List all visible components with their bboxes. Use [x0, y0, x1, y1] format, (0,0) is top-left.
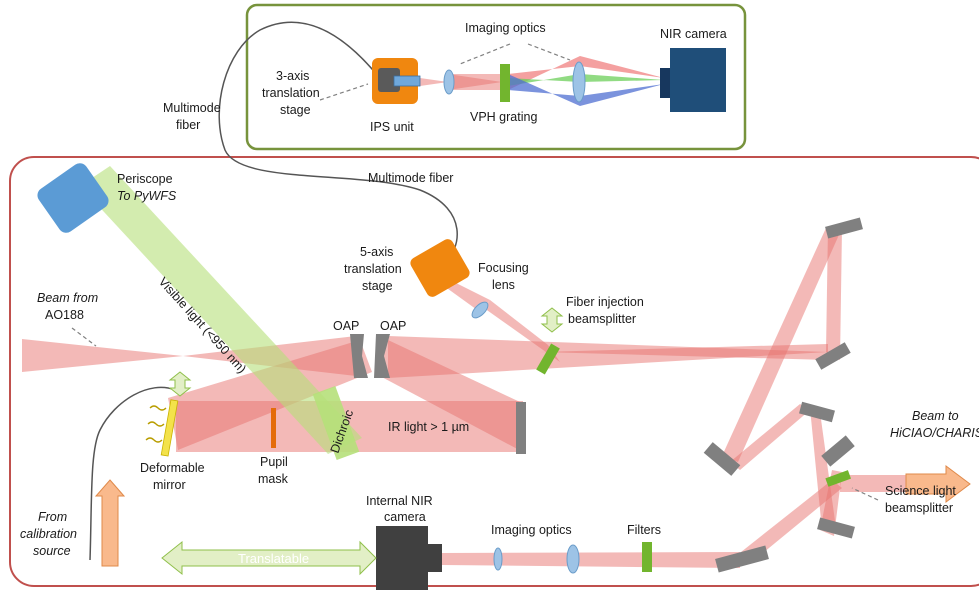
calibration-fiber-cable — [89, 386, 176, 561]
nir-camera-label: NIR camera — [660, 27, 727, 41]
beam-from-label: Beam from — [37, 291, 98, 305]
science-beamsplitter-label: beamsplitter — [885, 501, 953, 515]
oap-right-label: OAP — [380, 319, 406, 333]
filter-icon — [642, 542, 652, 572]
deformable-mirror-label: Deformable — [140, 461, 205, 475]
internal-nir-camera-label: camera — [384, 510, 426, 524]
beamsplitter-icon — [825, 470, 851, 487]
focusing-lens-label: lens — [492, 278, 515, 292]
lens-icon — [443, 69, 455, 95]
multimode-fiber-mid-label: Multimode fiber — [368, 171, 453, 185]
ips-stage-icon — [372, 58, 421, 104]
mirror-icon — [799, 401, 835, 423]
lens-icon — [566, 544, 580, 574]
mirror-icon — [821, 435, 855, 467]
spectral-fan — [508, 56, 664, 106]
to-pywfs-label: To PyWFS — [117, 189, 177, 203]
fiber-injection-label: beamsplitter — [568, 312, 636, 326]
lens-icon — [471, 301, 489, 319]
mirror-icon — [825, 217, 863, 239]
beamsplitter-double-arrow-icon — [540, 307, 564, 333]
multimode-fiber-left-label: Multimode — [163, 101, 221, 115]
translatable-label: Translatable — [238, 551, 309, 566]
translation-stage-icon — [410, 239, 470, 297]
from-calibration-label: source — [33, 544, 71, 558]
multimode-fiber-cable — [218, 21, 458, 263]
oap-left-icon — [350, 334, 368, 378]
internal-nir-camera-label: Internal NIR — [366, 494, 433, 508]
imaging-optics-top-label: Imaging optics — [465, 21, 546, 35]
five-axis-label: translation — [344, 262, 402, 276]
oap-left-label: OAP — [333, 319, 359, 333]
multimode-fiber-left-label: fiber — [176, 118, 200, 132]
mirror-icon — [715, 545, 769, 573]
dm-double-arrow-icon — [168, 371, 192, 397]
mirror-icon — [815, 342, 851, 370]
bench-frame — [9, 156, 979, 587]
beam-to-label: HiCIAO/CHARIS — [890, 426, 979, 440]
oap-right-icon — [374, 334, 390, 378]
actuator-squiggles — [145, 405, 167, 443]
label-pointers — [71, 43, 879, 501]
periscope-label: Periscope — [117, 172, 173, 186]
science-beamsplitter-label: Science light — [885, 484, 956, 498]
periscope-icon — [37, 163, 109, 233]
beam-to-label: Beam to — [912, 409, 959, 423]
beam-out-arrow-icon — [905, 465, 971, 503]
lens-icon — [572, 61, 586, 103]
mirror-icon — [703, 442, 741, 476]
filters-label: Filters — [627, 523, 661, 537]
fiber-injection-label: Fiber injection — [566, 295, 644, 309]
three-axis-label: translation — [262, 86, 320, 100]
ir-light-label: IR light > 1 µm — [388, 420, 469, 434]
dichroic-icon — [312, 386, 360, 460]
pupil-mask-icon — [271, 408, 276, 448]
fibers — [89, 21, 458, 561]
grating-icon — [500, 64, 510, 102]
from-calibration-label: From — [38, 510, 67, 524]
vph-grating-label: VPH grating — [470, 110, 537, 124]
ips-unit-frame — [245, 3, 747, 151]
mirror-icon — [817, 517, 855, 539]
from-calibration-label: calibration — [20, 527, 77, 541]
three-axis-label: stage — [280, 103, 311, 117]
lens-icon — [493, 547, 503, 571]
imaging-optics-bottom-label: Imaging optics — [491, 523, 572, 537]
mirror-icon — [516, 402, 526, 454]
five-axis-label: 5-axis — [360, 245, 393, 259]
visible-light-beam — [80, 166, 362, 454]
pupil-mask-label: Pupil — [260, 455, 288, 469]
calibration-input-arrow-icon — [94, 479, 126, 567]
camera-icon — [660, 48, 726, 112]
beamsplitter-icon — [536, 343, 560, 375]
beam-from-label: AO188 — [45, 308, 84, 322]
translatable-double-arrow-icon — [161, 540, 377, 576]
three-axis-label: 3-axis — [276, 69, 309, 83]
focusing-lens-label: Focusing — [478, 261, 529, 275]
pupil-mask-label: mask — [258, 472, 289, 486]
camera-icon — [376, 526, 442, 590]
five-axis-label: stage — [362, 279, 393, 293]
ips-unit-label: IPS unit — [370, 120, 414, 134]
deformable-mirror-icon — [160, 399, 179, 457]
deformable-mirror-label: mirror — [153, 478, 186, 492]
